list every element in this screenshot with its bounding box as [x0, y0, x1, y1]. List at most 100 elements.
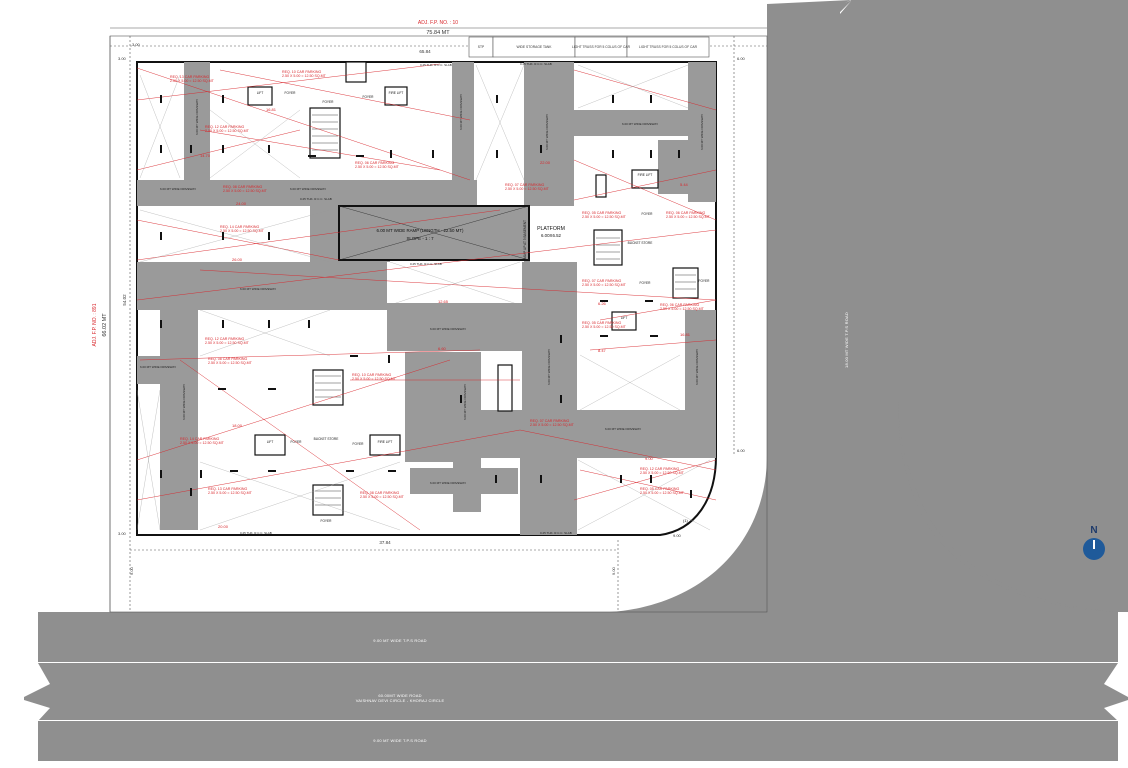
lift-label-2: LIFT: [267, 440, 274, 444]
dim-k: 22.00: [540, 160, 551, 165]
east-road-label: 18.00 MT WIDE T.P.S ROAD: [844, 312, 849, 368]
east-road-main: [767, 0, 852, 10]
dim-m: 6.60: [438, 346, 447, 351]
bucket-store-1: BUCKET STORE: [314, 437, 339, 441]
parking-label-5: REQ. 08 CAR PARKING: [223, 185, 262, 189]
north-service-strip: [468, 36, 710, 58]
margin-south: 3.00: [118, 531, 127, 536]
foyer-label-3: FOYER: [323, 100, 335, 104]
plot-width-bottom: 37.84: [379, 540, 391, 545]
driveway-label-11: 6.00 MT WIDE DRIVEWAY: [545, 114, 549, 150]
dim-h: 5.44: [680, 182, 689, 187]
driveway-label-12: 6.00 MT WIDE DRIVEWAY: [547, 349, 551, 385]
dim-n: 16.81: [680, 332, 691, 337]
parking-sub-19: 2.50 X 5.00 = 12.50 SQ.MT: [530, 423, 575, 427]
margin-south-east: 9.00: [673, 533, 682, 538]
south-road-mid-label-2: VAISHNAV DEVI CIRCLE - KHORAJ CIRCLE: [356, 698, 445, 703]
driveway-label-1: 6.00 MT WIDE DRIVEWAY: [160, 187, 196, 191]
lift-label-1: LIFT: [257, 91, 264, 95]
foyer-label-9: FOYER: [699, 279, 711, 283]
foyer-label-2: FOYER: [363, 95, 375, 99]
margin-bottom-right: 9.00: [611, 566, 616, 575]
platform: [530, 206, 574, 262]
south-road-bottom-label: 9.00 MT WIDE T.P.S ROAD: [373, 738, 427, 743]
plot-width-total: 75.84 MT: [426, 30, 450, 36]
parking-sub-14: 2.50 X 5.00 = 12.50 SQ.MT: [208, 361, 253, 365]
driveways: [137, 62, 716, 535]
parking-label-11: REQ. 05 CAR PARKING: [582, 321, 621, 325]
parking-sub-2: 2.50 X 5.00 = 12.50 SQ.MT: [282, 74, 327, 78]
road-network: [24, 0, 1128, 761]
platform-title: PLATFORM: [537, 226, 565, 232]
south-road-top-label: 9.00 MT WIDE T.P.S ROAD: [373, 638, 427, 643]
parking-sub-10: 2.50 X 5.00 = 12.50 SQ.MT: [582, 283, 627, 287]
junction-road: [767, 0, 1128, 612]
margin-east: 6.00: [737, 56, 746, 61]
ramp-side-label: RAMP UP AT 3 BASEMENT: [523, 220, 527, 260]
road-strip-2: [24, 663, 1128, 721]
note-1: (1): [683, 518, 689, 523]
dim-e: 12.65: [438, 299, 449, 304]
adj-plot-west: ADJ. F.P. NO. : 891: [92, 303, 98, 346]
road-strip-1: [38, 612, 1118, 663]
foyer-label-1: FOYER: [285, 91, 297, 95]
parking-sub-15: 2.50 X 5.00 = 12.50 SQ.MT: [352, 377, 397, 381]
parking-label-4: REQ. 06 CAR PARKING: [355, 161, 394, 165]
foyer-label-8: FOYER: [640, 281, 652, 285]
slab-label-1: 0.25 THK. R.C.C. SLAB: [520, 62, 552, 66]
strip-cell-4: LIGHT TRUSS FOR 5 COLUS OF CAR: [639, 45, 698, 49]
parking-label-10: REQ. 07 CAR PARKING: [582, 279, 621, 283]
dim-b: 14.70: [200, 153, 211, 158]
parking-sub-4: 2.50 X 5.00 = 12.50 SQ.MT: [355, 165, 400, 169]
slab-label-3: 0.25 THK. R.C.C. SLAB: [300, 197, 332, 201]
margin-north-left: 3.00: [118, 56, 127, 61]
parking-sub-18: 2.50 X 5.00 = 12.50 SQ.MT: [360, 495, 405, 499]
road-separator: [38, 662, 1118, 663]
lift-label-3: LIFT: [621, 316, 628, 320]
parking-label-21: REQ. 05 CAR PARKING: [640, 487, 679, 491]
parking-label-18: REQ. 08 CAR PARKING: [360, 491, 399, 495]
fire-lift-label-2: FIRE LIFT: [378, 440, 393, 444]
margin-north: 3.00: [132, 42, 141, 47]
foyer-label-7: FOYER: [642, 212, 654, 216]
dim-i: 18.00: [232, 423, 243, 428]
parking-diagonals: [136, 63, 717, 531]
driveway-label-2: 6.00 MT WIDE DRIVEWAY: [290, 187, 326, 191]
south-road-mid-label-1: 60.00MT WIDE ROAD: [378, 693, 421, 698]
driveway-label-4: 6.00 MT WIDE DRIVEWAY: [430, 327, 466, 331]
ramp-slope: SLOPE - 1 : 7: [406, 236, 434, 241]
plot-boundary: [109, 27, 768, 613]
foyer-label-5: FOYER: [353, 442, 365, 446]
plot-depth-total: 66.02 MT: [102, 313, 108, 337]
north-arrow: N: [1083, 525, 1105, 560]
parking-sub-11: 2.50 X 5.00 = 12.50 SQ.MT: [582, 325, 627, 329]
driveway-label-10: 6.00 MT WIDE DRIVEWAY: [459, 94, 463, 130]
slab-label-2: 0.25 THK. R.C.C. SLAB: [420, 63, 452, 67]
parking-sub-3: 2.50 X 5.00 = 12.50 SQ.MT: [205, 129, 250, 133]
parking-label-7: REQ. 07 CAR PARKING: [505, 183, 544, 187]
dim-l: 9.00: [645, 456, 654, 461]
parking-sub-20: 2.50 X 5.00 = 12.50 SQ.MT: [640, 471, 685, 475]
platform-dims: 6.00X6.52: [541, 233, 562, 238]
slab-label-6: 0.25 THK. R.C.C. SLAB: [540, 531, 572, 535]
parking-label-1: REQ. 13 CAR PARKING: [170, 75, 209, 79]
strip-cell-1: STP: [478, 45, 485, 49]
parking-sub-21: 2.50 X 5.00 = 12.50 SQ.MT: [640, 491, 685, 495]
dim-j: 20.00: [218, 524, 229, 529]
parking-label-15: REQ. 10 CAR PARKING: [352, 373, 391, 377]
parking-hatches: [136, 64, 711, 531]
dim-a: 16.81: [266, 107, 277, 112]
parking-sub-1: 2.50 X 5.00 = 12.50 SQ.MT: [170, 79, 215, 83]
plot-depth-inner: 54.02: [122, 294, 127, 306]
parking-label-12: REQ. 06 CAR PARKING: [660, 303, 699, 307]
driveway-label-9: 6.00 MT WIDE DRIVEWAY: [195, 99, 199, 135]
parking-label-2: REQ. 10 CAR PARKING: [282, 70, 321, 74]
parking-sub-5: 2.50 X 5.00 = 12.50 SQ.MT: [223, 189, 268, 193]
parking-sub-17: 2.50 X 5.00 = 12.50 SQ.MT: [208, 491, 253, 495]
slab-label-4: 0.25 THK. R.C.C. SLAB: [410, 262, 442, 266]
driveway-label-7: 6.00 MT WIDE DRIVEWAY: [140, 365, 176, 369]
plot-width-inner: 65.84: [419, 49, 431, 54]
dim-c: 24.00: [236, 201, 247, 206]
parking-label-6: REQ. 14 CAR PARKING: [220, 225, 259, 229]
